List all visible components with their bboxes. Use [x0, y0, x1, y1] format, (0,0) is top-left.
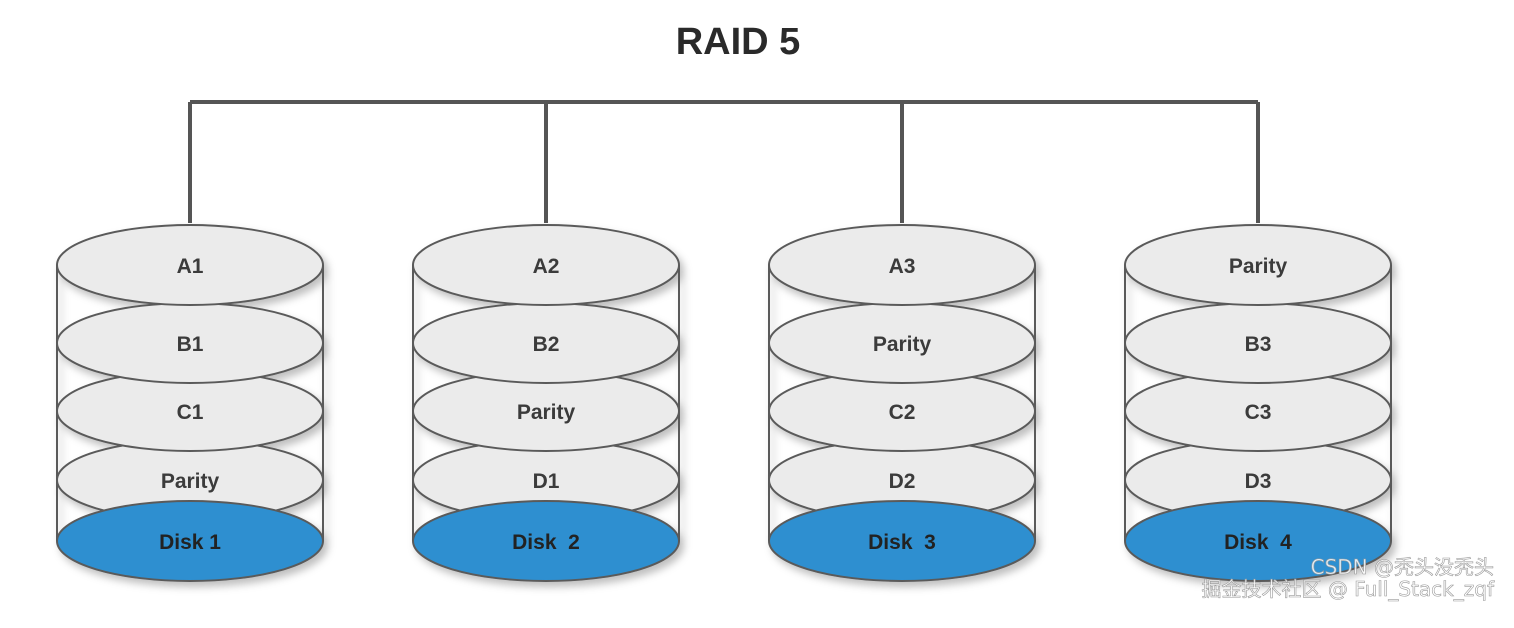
- watermark-csdn: CSDN @秃头没秃头: [1311, 555, 1494, 579]
- controller-bus: [188, 100, 1260, 223]
- block-label: B1: [177, 333, 204, 356]
- block-platter: [768, 224, 1036, 306]
- disk-label: Disk 3: [868, 531, 936, 554]
- disk-label: Disk 4: [1224, 531, 1292, 554]
- block-label: C3: [1245, 401, 1272, 424]
- disk-label: Disk 1: [159, 531, 221, 554]
- block-label: A1: [177, 255, 204, 278]
- block-label: D3: [1245, 470, 1272, 493]
- block-label: Parity: [1229, 255, 1288, 278]
- block-platter: [1124, 224, 1392, 306]
- block-platter: [412, 224, 680, 306]
- block-label: B2: [533, 333, 560, 356]
- diagram-title: RAID 5: [676, 21, 801, 63]
- disk-base-platter: [412, 500, 680, 582]
- block-label: A3: [889, 255, 916, 278]
- disk-base-platter: [56, 500, 324, 582]
- disk-label: Disk 2: [512, 531, 580, 554]
- block-label: B3: [1245, 333, 1272, 356]
- block-platter: [56, 224, 324, 306]
- disk-base-platter: [768, 500, 1036, 582]
- block-label: Parity: [161, 470, 220, 493]
- block-label: C1: [177, 401, 204, 424]
- watermark-juejin: 掘金技术社区 @ Full_Stack_zqf: [1201, 577, 1494, 601]
- block-label: Parity: [517, 401, 576, 424]
- block-label: C2: [889, 401, 916, 424]
- block-label: A2: [533, 255, 560, 278]
- block-label: D1: [533, 470, 560, 493]
- block-label: Parity: [873, 333, 932, 356]
- block-label: D2: [889, 470, 916, 493]
- disk-base-platter: [1124, 500, 1392, 582]
